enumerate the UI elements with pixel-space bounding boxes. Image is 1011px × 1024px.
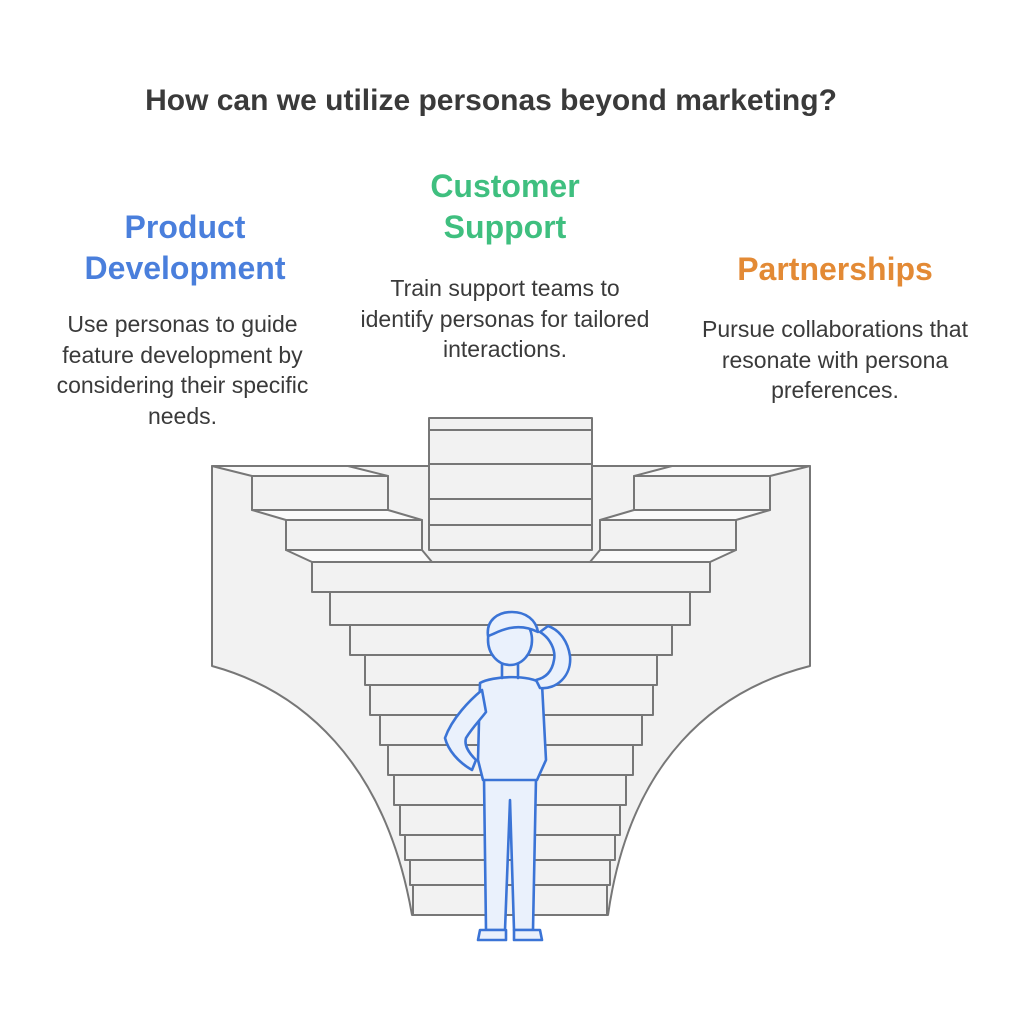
left-staircase — [211, 465, 433, 563]
product-development-description: Use personas to guide feature developmen… — [56, 311, 309, 429]
customer-support-description: Train support teams to identify personas… — [360, 275, 650, 362]
partnerships-heading: Partnerships — [737, 251, 933, 287]
partnerships-description: Pursue collaborations that resonate with… — [702, 316, 968, 403]
diagram-title: How can we utilize personas beyond marke… — [145, 84, 837, 117]
person-figure — [443, 610, 572, 942]
center-staircase — [428, 417, 593, 551]
product-development-heading: Product Development — [84, 209, 286, 286]
right-staircase — [589, 465, 811, 563]
customer-support-heading: Customer Support — [430, 168, 580, 245]
